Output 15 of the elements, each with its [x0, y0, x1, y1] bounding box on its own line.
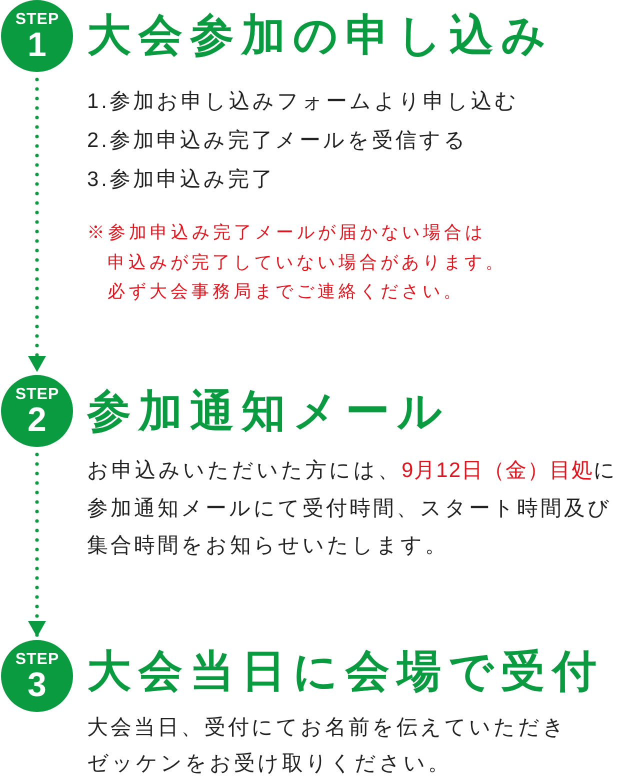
- step-label: STEP: [14, 652, 60, 668]
- step-number: 2: [28, 403, 46, 437]
- step-heading: 参加通知メール: [87, 388, 450, 436]
- step-heading: 大会当日に会場で受付: [87, 648, 604, 696]
- body-text: 大会当日、受付にてお名前を伝えていただきゼッケンをお受け取りください。: [87, 715, 568, 777]
- list-item: 3.参加申込み完了: [87, 167, 276, 193]
- list-item: 2.参加申込み完了メールを受信する: [87, 128, 470, 154]
- body-text: お申込みいただいた方には、9月12日（金）目処に参加通知メールにて受付時間、スタート時間及び集合時間をお知らせいたします。: [87, 458, 620, 559]
- warning-note: ※参加申込み完了メールが届かない場合は申込みが完了していない場合があります。必ず大会事務局までご連絡ください。: [87, 221, 508, 303]
- step-number: 1: [28, 28, 46, 62]
- list-item: 1.参加お申し込みフォームより申し込む: [87, 89, 520, 115]
- step-label: STEP: [14, 387, 60, 403]
- step-number: 3: [28, 668, 46, 702]
- step-label: STEP: [14, 12, 60, 28]
- step-heading: 大会参加の申し込み: [87, 12, 554, 60]
